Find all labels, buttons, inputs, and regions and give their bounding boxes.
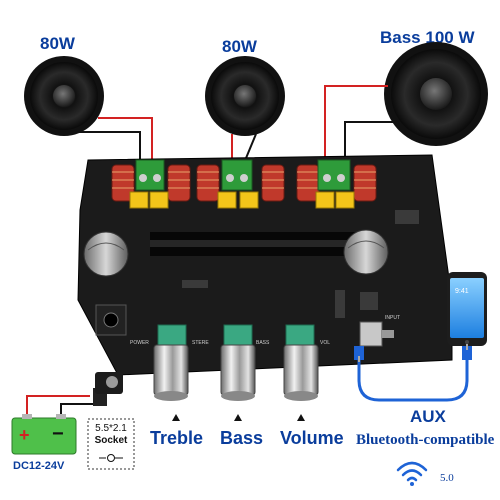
wireless-icon (396, 461, 428, 482)
bluetooth-label: Bluetooth-compatible (356, 432, 495, 448)
socket-size: 5.5*2.1 (95, 423, 127, 434)
left-speaker-label: 80W (40, 34, 75, 53)
input-label: INPUT (385, 315, 400, 321)
treble-label: Treble (150, 428, 204, 448)
volume-knob[interactable] (283, 344, 319, 401)
power-wires (26, 395, 96, 414)
bluetooth-version: 5.0 (440, 472, 454, 484)
socket-label: Socket (94, 435, 128, 446)
pot-label-power: POWER (130, 340, 149, 346)
bass-speaker (384, 42, 488, 146)
bass-label: Bass (220, 428, 264, 448)
dc-plug-icon (93, 372, 123, 406)
battery-minus: − (52, 423, 64, 445)
wireless-dot (410, 482, 414, 486)
middle-speaker-label: 80W (222, 37, 257, 56)
bass-speaker-label: Bass 100 W (380, 28, 475, 47)
socket-box (87, 418, 135, 470)
aux-label: AUX (410, 407, 446, 426)
aux-cable (354, 344, 472, 402)
smartphone-icon (447, 272, 487, 346)
treble-knob[interactable] (153, 344, 189, 401)
amplifier-board (77, 154, 453, 376)
middle-speaker (205, 56, 285, 136)
battery-icon (11, 414, 77, 455)
left-speaker (24, 56, 104, 136)
pot-label-vol: VOL (320, 340, 331, 346)
pot-label-stere: STERE (192, 340, 209, 346)
bass-knob[interactable] (220, 344, 256, 401)
phone-time: 9:41 (455, 288, 469, 295)
volume-label: Volume (280, 428, 344, 448)
battery-plus: + (19, 425, 30, 445)
voltage-label: DC12-24V (13, 460, 65, 472)
pot-label-bass: BASS (256, 340, 270, 346)
socket-polarity-icon (99, 454, 123, 462)
knob-pointer-arrows (172, 414, 305, 421)
